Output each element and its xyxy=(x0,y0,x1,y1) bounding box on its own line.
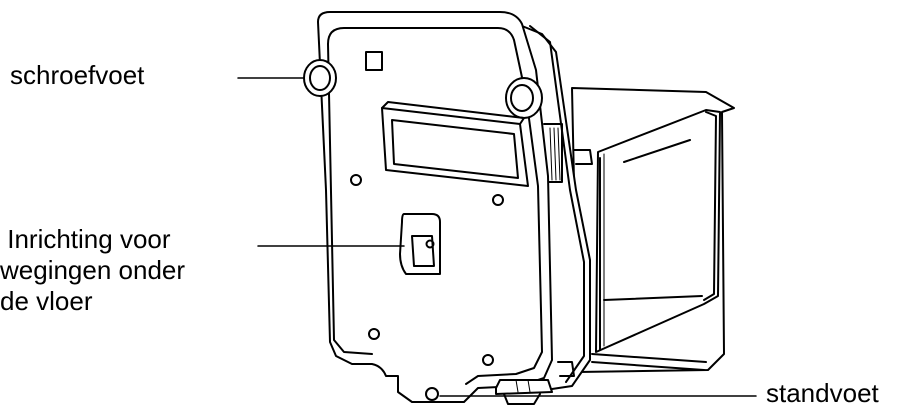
label-underfloor-line-3: de vloer xyxy=(0,286,93,316)
stand-foot xyxy=(425,379,553,405)
label-screw-foot: schroefvoet xyxy=(10,60,145,90)
label-underfloor-line-2: wegingen onder xyxy=(0,255,186,285)
display-window xyxy=(381,101,529,187)
label-underfloor-line-1: Inrichting voor xyxy=(0,224,171,254)
underfloor-hook-plate xyxy=(399,213,441,275)
base-plate xyxy=(317,11,553,403)
rear-hopper xyxy=(571,87,735,373)
screw-foot-left xyxy=(303,59,337,97)
label-stand-foot: standvoet xyxy=(766,378,879,408)
screw-foot-right xyxy=(505,77,543,119)
label-underfloor-weighing: Inrichting voor wegingen onder de vloer xyxy=(0,224,185,317)
hex-bolts xyxy=(350,174,504,366)
